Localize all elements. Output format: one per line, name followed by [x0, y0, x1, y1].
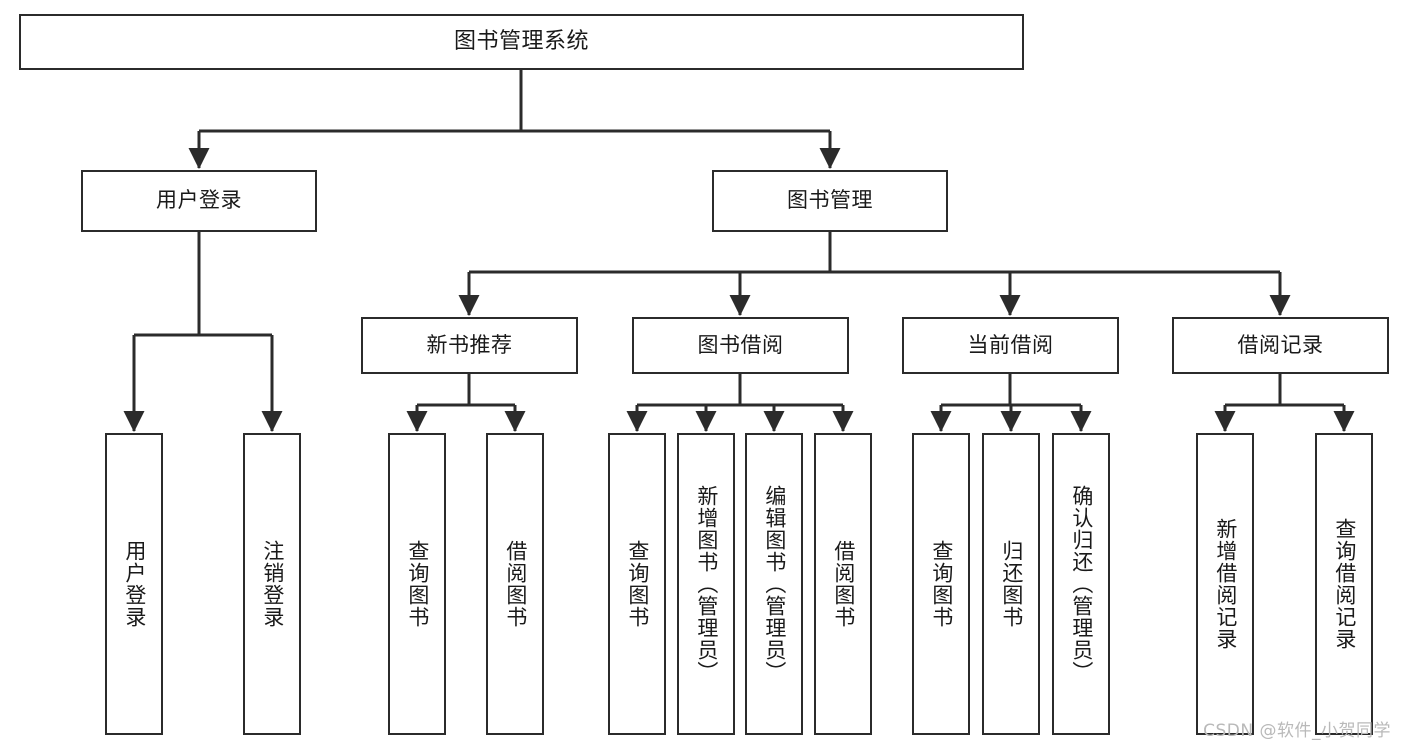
- node-leaf-user-login-label: 用户登录: [122, 540, 147, 628]
- node-book-manage[interactable]: 图书管理: [712, 170, 948, 232]
- node-leaf-user-login[interactable]: 用户登录: [105, 433, 163, 735]
- node-user-login[interactable]: 用户登录: [81, 170, 317, 232]
- node-root[interactable]: 图书管理系统: [19, 14, 1024, 70]
- node-leaf-borrow-edit-book-label: 编辑图书（管理员）: [762, 485, 787, 683]
- node-leaf-rec-borrow-book[interactable]: 借阅图书: [486, 433, 544, 735]
- node-leaf-borrow-borrow-book[interactable]: 借阅图书: [814, 433, 872, 735]
- node-leaf-cur-confirm-return[interactable]: 确认归还（管理员）: [1052, 433, 1110, 735]
- node-leaf-rec-query-record-label: 查询借阅记录: [1332, 518, 1357, 650]
- node-leaf-cur-confirm-return-label: 确认归还（管理员）: [1069, 485, 1094, 683]
- node-leaf-cur-return-book[interactable]: 归还图书: [982, 433, 1040, 735]
- node-leaf-cur-query-book[interactable]: 查询图书: [912, 433, 970, 735]
- node-leaf-user-logout-label: 注销登录: [260, 540, 285, 628]
- node-user-login-label: 用户登录: [156, 188, 242, 213]
- node-leaf-rec-query-book[interactable]: 查询图书: [388, 433, 446, 735]
- node-current-borrow[interactable]: 当前借阅: [902, 317, 1119, 374]
- node-leaf-user-logout[interactable]: 注销登录: [243, 433, 301, 735]
- node-leaf-rec-query-book-label: 查询图书: [405, 540, 430, 628]
- node-current-borrow-label: 当前借阅: [967, 332, 1054, 357]
- node-book-borrow-label: 图书借阅: [697, 332, 784, 357]
- watermark: CSDN @软件_小贺同学: [1203, 721, 1391, 741]
- node-leaf-rec-query-record[interactable]: 查询借阅记录: [1315, 433, 1373, 735]
- node-book-borrow[interactable]: 图书借阅: [632, 317, 849, 374]
- node-leaf-cur-return-book-label: 归还图书: [999, 540, 1024, 628]
- node-leaf-borrow-borrow-book-label: 借阅图书: [831, 540, 856, 628]
- node-leaf-borrow-query-book-label: 查询图书: [625, 540, 650, 628]
- node-leaf-rec-add-record-label: 新增借阅记录: [1213, 518, 1238, 650]
- node-new-book-recommend[interactable]: 新书推荐: [361, 317, 578, 374]
- node-leaf-cur-query-book-label: 查询图书: [929, 540, 954, 628]
- node-borrow-record-label: 借阅记录: [1237, 332, 1324, 357]
- node-new-book-recommend-label: 新书推荐: [426, 332, 513, 357]
- node-leaf-borrow-query-book[interactable]: 查询图书: [608, 433, 666, 735]
- node-leaf-rec-borrow-book-label: 借阅图书: [503, 540, 528, 628]
- node-leaf-borrow-edit-book[interactable]: 编辑图书（管理员）: [745, 433, 803, 735]
- node-borrow-record[interactable]: 借阅记录: [1172, 317, 1389, 374]
- node-leaf-rec-add-record[interactable]: 新增借阅记录: [1196, 433, 1254, 735]
- node-root-label: 图书管理系统: [453, 28, 589, 54]
- node-book-manage-label: 图书管理: [787, 188, 873, 213]
- node-leaf-borrow-add-book[interactable]: 新增图书（管理员）: [677, 433, 735, 735]
- node-leaf-borrow-add-book-label: 新增图书（管理员）: [694, 485, 719, 683]
